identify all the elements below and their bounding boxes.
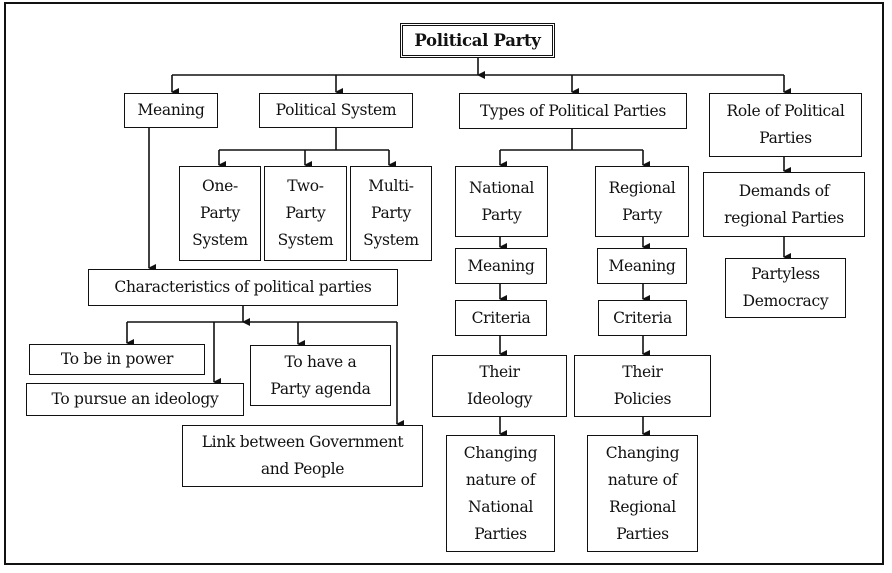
one-party-system-box: One- Party System (179, 166, 261, 261)
national-party-box: National Party (455, 166, 548, 237)
role-of-parties-box: Role of Political Parties (709, 93, 862, 157)
to-be-in-power-box: To be in power (29, 344, 205, 375)
types-of-parties-box: Types of Political Parties (459, 93, 687, 129)
national-changing-nature-box: Changing nature of National Parties (446, 435, 555, 552)
regional-policies-box: Their Policies (574, 355, 711, 417)
national-meaning-box: Meaning (455, 248, 547, 284)
national-criteria-box: Criteria (455, 300, 547, 336)
regional-changing-nature-box: Changing nature of Regional Parties (587, 435, 698, 552)
regional-meaning-box: Meaning (597, 248, 687, 284)
national-ideology-box: Their Ideology (432, 355, 567, 417)
multi-party-system-box: Multi- Party System (350, 166, 432, 261)
characteristics-box: Characteristics of political parties (88, 269, 398, 306)
root-political-party: Political Party (400, 23, 555, 58)
demands-regional-box: Demands of regional Parties (703, 172, 865, 237)
pursue-ideology-box: To pursue an ideology (26, 383, 244, 416)
partyless-democracy-box: Partyless Democracy (725, 258, 846, 318)
regional-criteria-box: Criteria (598, 300, 687, 336)
link-government-people-box: Link between Government and People (182, 425, 423, 487)
two-party-system-box: Two- Party System (264, 166, 347, 261)
meaning-box: Meaning (124, 93, 218, 128)
outer-frame (4, 2, 884, 565)
political-system-box: Political System (259, 93, 413, 128)
regional-party-box: Regional Party (595, 166, 689, 237)
party-agenda-box: To have a Party agenda (250, 345, 391, 406)
